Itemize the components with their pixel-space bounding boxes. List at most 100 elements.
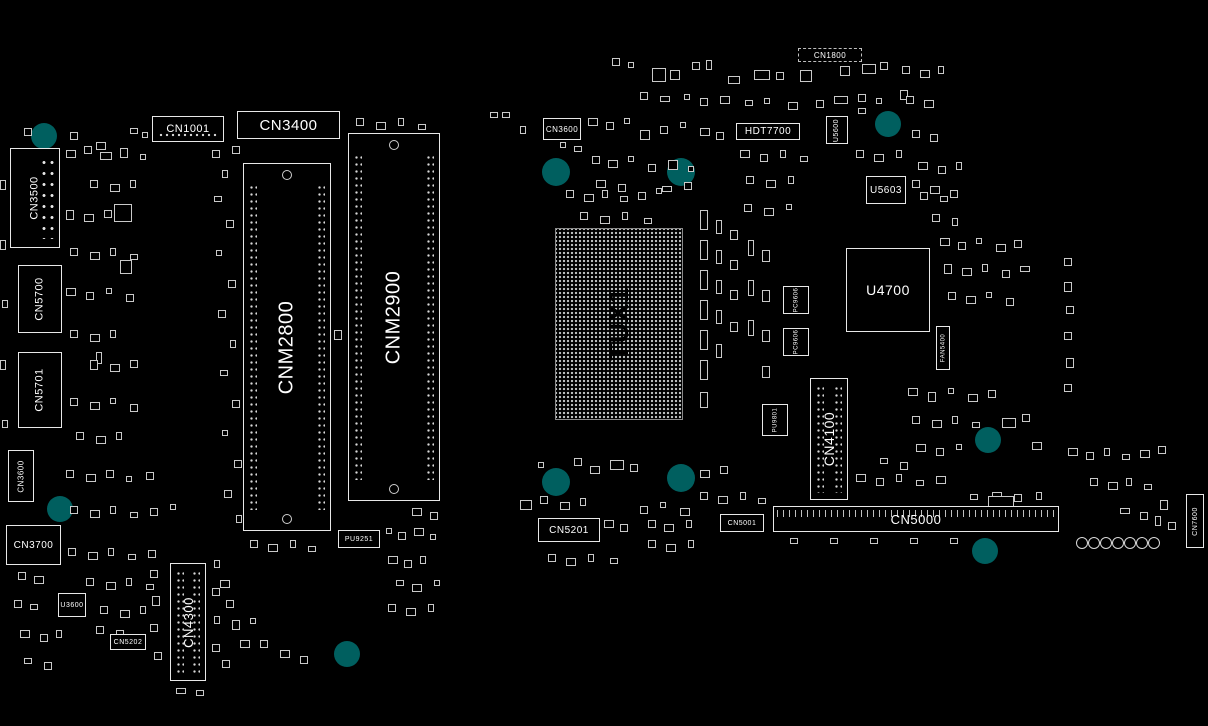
component-outline <box>786 204 792 210</box>
component-outline <box>628 62 634 68</box>
component-outline <box>100 152 112 160</box>
component-outline <box>0 360 6 370</box>
component-outline <box>90 360 98 370</box>
component-outline <box>876 98 882 104</box>
component-outline <box>700 210 708 230</box>
component-outline <box>548 554 556 562</box>
component-outline <box>148 550 156 558</box>
component-outline <box>1006 298 1014 306</box>
component-outline <box>1002 418 1016 428</box>
component-outline <box>912 416 920 424</box>
component-outline <box>412 508 422 516</box>
mounting-hole <box>542 158 570 186</box>
component-outline <box>110 506 116 514</box>
component-outline <box>538 462 544 468</box>
component-outline <box>110 398 116 404</box>
component-outline <box>1126 478 1132 486</box>
component-outline <box>996 244 1006 252</box>
pin-array <box>777 510 1055 517</box>
component-outline <box>788 176 794 184</box>
component-outline <box>1090 478 1098 486</box>
component-outline <box>730 290 738 300</box>
component-outline <box>764 98 770 104</box>
component-cn4100: CN4100 <box>810 378 848 500</box>
mounting-hole <box>31 123 57 149</box>
component-outline <box>596 180 606 188</box>
component-outline <box>1068 448 1078 456</box>
component-outline <box>566 190 574 198</box>
pin-array <box>176 570 184 674</box>
component-outline <box>956 162 962 170</box>
component-outline <box>950 190 958 198</box>
component-outline <box>126 578 132 586</box>
component-outline <box>762 290 770 302</box>
component-label: CN3500 <box>28 176 41 220</box>
component-outline <box>920 192 928 200</box>
component-outline <box>414 528 424 536</box>
component-outline <box>948 388 954 394</box>
component-outline <box>1140 450 1150 458</box>
component-outline <box>1014 494 1022 502</box>
component-outline <box>420 556 426 564</box>
component-outline <box>630 464 638 472</box>
component-outline <box>730 230 738 240</box>
component-label: U4700 <box>866 282 910 298</box>
component-outline <box>40 634 48 642</box>
component-outline <box>700 492 708 500</box>
component-outline <box>1064 258 1072 266</box>
component-outline <box>648 520 656 528</box>
component-outline <box>876 478 884 486</box>
component-label: CN5201 <box>549 524 589 536</box>
component-outline <box>700 300 708 320</box>
component-outline <box>34 576 44 584</box>
mounting-hole <box>975 427 1001 453</box>
component-outline <box>214 560 220 568</box>
component-outline <box>560 502 570 510</box>
component-label: CN7600 <box>1191 506 1199 536</box>
component-outline <box>0 180 6 190</box>
component-outline <box>916 480 924 486</box>
component-outline <box>86 578 94 586</box>
component-outline <box>66 150 76 158</box>
component-outline <box>880 62 888 70</box>
component-outline <box>908 388 918 396</box>
component-outline <box>740 150 750 158</box>
component-outline <box>900 462 908 470</box>
component-outline <box>720 466 728 474</box>
component-outline <box>224 490 232 498</box>
component-outline <box>952 218 958 226</box>
component-outline <box>684 182 692 190</box>
component-outline <box>86 292 94 300</box>
pin-array <box>192 570 200 674</box>
mounting-hole <box>667 464 695 492</box>
component-outline <box>910 538 918 544</box>
component-outline <box>880 458 888 464</box>
component-outline <box>150 508 158 516</box>
component-cn5202: CN5202 <box>110 634 146 650</box>
mounting-hole <box>542 468 570 496</box>
component-outline <box>120 260 132 274</box>
component-outline <box>728 76 740 84</box>
component-outline <box>1014 240 1022 248</box>
component-fan5400: FAN5400 <box>936 326 950 370</box>
component-outline <box>962 268 972 276</box>
mounting-hole <box>47 496 73 522</box>
component-outline <box>912 130 920 138</box>
component-outline <box>120 610 130 618</box>
component-outline <box>2 420 8 428</box>
component-outline <box>1120 508 1130 514</box>
component-outline <box>70 132 78 140</box>
component-outline <box>716 280 722 294</box>
component-outline <box>130 254 138 260</box>
pin-array <box>354 154 362 480</box>
component-outline <box>716 344 722 358</box>
component-pu9251: PU9251 <box>338 530 380 548</box>
component-outline <box>116 432 122 440</box>
component-outline <box>1108 482 1118 490</box>
component-outline <box>916 444 926 452</box>
component-cn3400: CN3400 <box>237 111 340 139</box>
component-outline <box>1144 484 1152 490</box>
component-outline <box>800 156 808 162</box>
component-outline <box>404 560 412 568</box>
